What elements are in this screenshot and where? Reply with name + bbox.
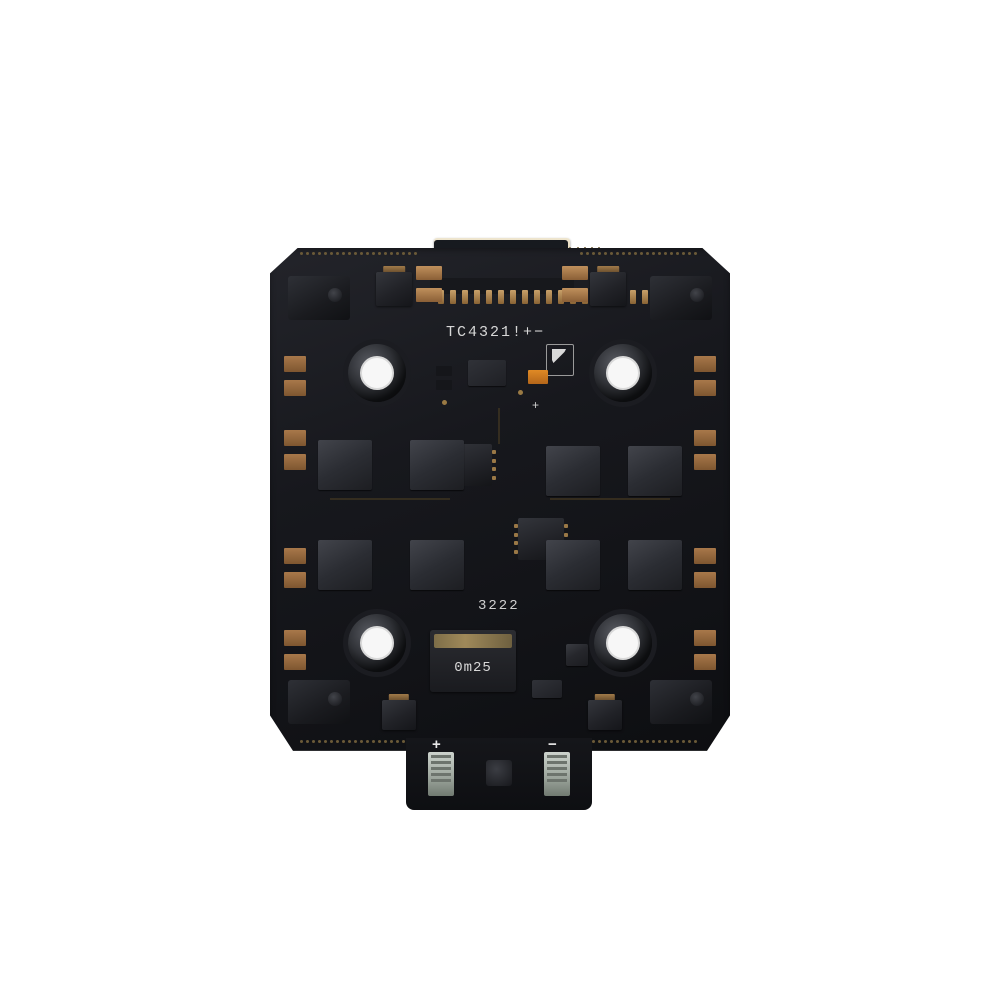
castellated-edge [580,740,697,743]
power-mosfet [546,446,600,496]
copper-pad [694,572,716,588]
copper-pad [694,630,716,646]
copper-pad [284,380,306,396]
pcb-trace [330,498,450,500]
copper-pad [694,356,716,372]
copper-pad [284,654,306,670]
inductor-winding [434,634,512,648]
smd-ic [532,680,562,698]
copper-pad [416,266,442,280]
copper-pad [694,654,716,670]
power-inductor: 0m25 [430,630,516,692]
electrolytic-capacitor [288,276,350,320]
castellated-edge [300,740,417,743]
smd-resistor [436,380,452,390]
power-mosfet [628,540,682,590]
power-mosfet [410,540,464,590]
inductor-marking: 0m25 [454,660,492,676]
copper-pad [562,288,588,302]
battery-positive-label: + [432,736,441,753]
battery-negative-label: − [548,736,557,753]
mounting-hole [594,614,652,672]
power-mosfet [318,540,372,590]
power-mosfet [546,540,600,590]
manufacturer-logo-icon [546,344,574,376]
pcb-substrate: TC4321!+− 3222 + [270,248,730,751]
connector-solder-pads [438,290,672,304]
power-mosfet [588,694,622,730]
power-mosfet [376,266,412,306]
copper-pad [284,430,306,446]
copper-pad [284,572,306,588]
via [442,400,447,405]
electrolytic-capacitor [650,276,712,320]
mounting-hole [594,344,652,402]
copper-pad [562,266,588,280]
silkscreen-top-marking: TC4321!+− [446,324,546,341]
power-mosfet [410,440,464,490]
smd-resistor [436,366,452,376]
battery-solder-pad-negative[interactable] [544,752,570,796]
power-mosfet [590,266,626,306]
esc-circuit-board: TC4321!+− 3222 + [270,238,730,810]
silkscreen-mid-marking: 3222 [478,598,520,614]
power-mosfet [628,446,682,496]
copper-pad [694,454,716,470]
castellated-edge [580,252,697,255]
electrolytic-capacitor [650,680,712,724]
copper-pad [284,548,306,564]
silkscreen-plus-marker: + [532,398,540,412]
battery-pad-tab: + − [406,736,592,810]
mounting-hole [348,344,406,402]
bulk-capacitor [486,760,512,786]
copper-pad [284,356,306,372]
smd-diode [566,644,588,666]
electrolytic-capacitor [288,680,350,724]
via [518,390,523,395]
copper-pad [694,430,716,446]
copper-pad [284,454,306,470]
castellated-edge [300,252,417,255]
tantalum-capacitor [528,370,548,384]
pcb-trace [550,498,670,500]
copper-pad [694,548,716,564]
power-mosfet [382,694,416,730]
pcb-trace [498,408,500,444]
power-mosfet [318,440,372,490]
copper-pad [284,630,306,646]
voltage-regulator [468,360,506,386]
battery-solder-pad-positive[interactable] [428,752,454,796]
mounting-hole [348,614,406,672]
copper-pad [694,380,716,396]
copper-pad [416,288,442,302]
